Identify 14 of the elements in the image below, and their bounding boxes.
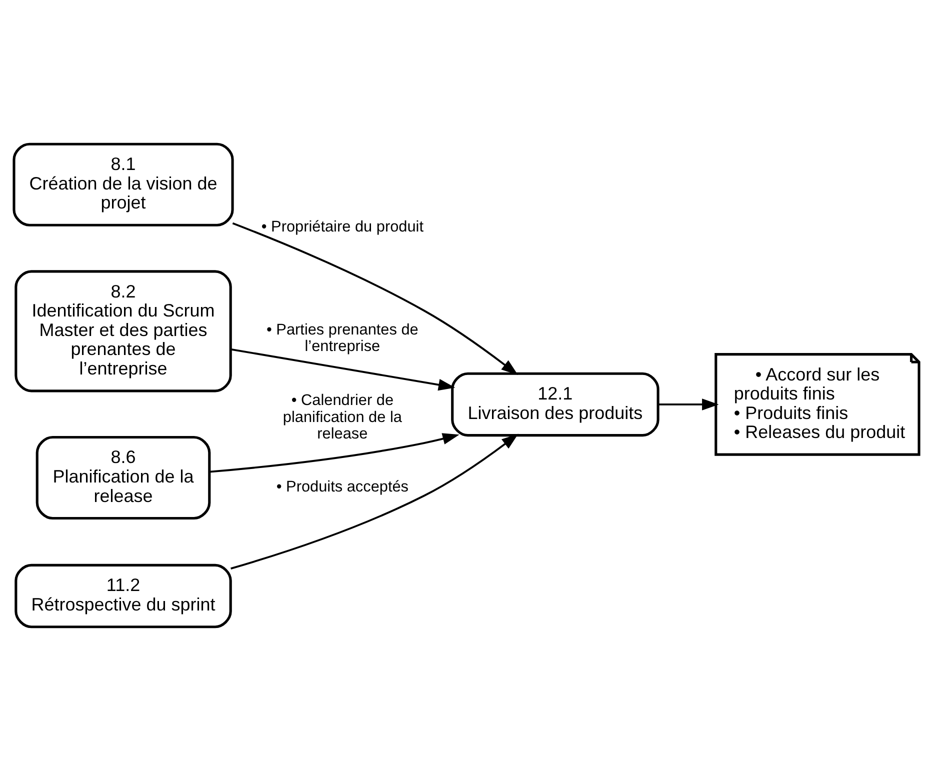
node-box: 8.1 Création de la vision de projet bbox=[12, 142, 234, 226]
node-box: 8.6 Planification de la release bbox=[36, 435, 211, 520]
edge-label: • Propriétaire du produit bbox=[261, 218, 424, 236]
arrow bbox=[658, 398, 719, 410]
node-box: 11.2 Rétrospective du sprint bbox=[14, 563, 232, 628]
arrow bbox=[230, 433, 518, 570]
edge-label: • Parties prenantes de l’entreprise bbox=[266, 321, 418, 355]
arrow bbox=[232, 222, 518, 375]
edge-label: • Produits acceptés bbox=[276, 478, 409, 495]
node-box: 12.1 Livraison des produits bbox=[451, 372, 660, 436]
edge-label: • Calendrier de planification de la release bbox=[282, 392, 402, 442]
node-box: 8.2 Identification du Scrum Master et des parties prenantes de l’entreprise bbox=[14, 270, 232, 392]
arrow bbox=[209, 432, 460, 472]
arrow bbox=[230, 348, 456, 390]
